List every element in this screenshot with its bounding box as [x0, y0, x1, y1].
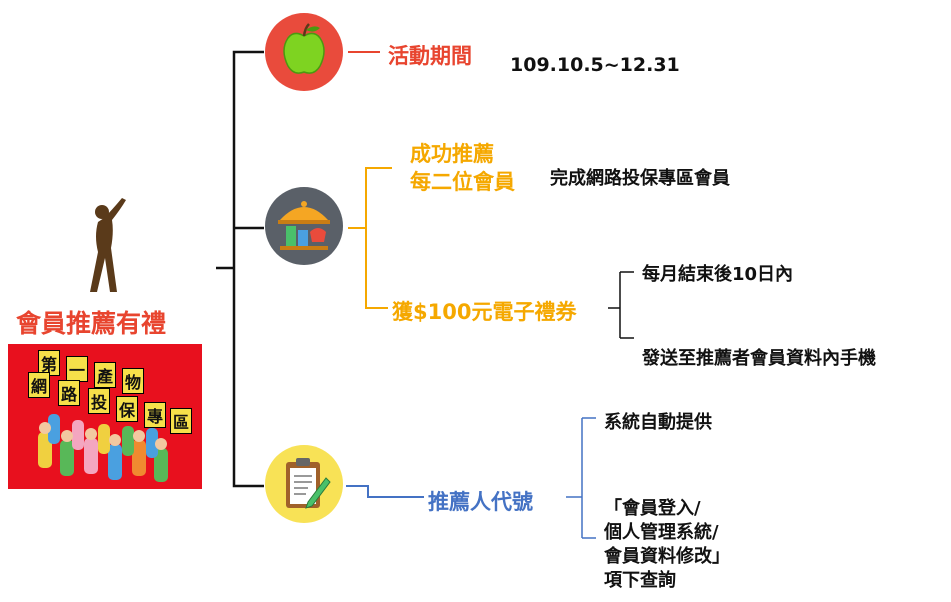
- banner-sign: 投: [88, 388, 111, 414]
- banner-sign: 保: [116, 396, 139, 422]
- apple-icon: [264, 12, 344, 92]
- banner-sign: 專: [144, 402, 167, 428]
- condition-line2: 每二位會員: [410, 170, 515, 194]
- banner-sign: 產: [94, 362, 117, 388]
- code-detail: 系統自動提供: [604, 412, 712, 433]
- code-label: 推薦人代號: [428, 490, 533, 514]
- stretching-person-icon: [80, 196, 136, 296]
- period-value: 109.10.5~12.31: [510, 54, 680, 76]
- code-detail: 「會員登入/: [604, 498, 701, 519]
- reward-detail: 發送至推薦者會員資料內手機: [642, 348, 876, 369]
- food-tray-icon: [264, 186, 344, 266]
- code-detail: 個人管理系統/: [604, 522, 719, 543]
- banner-sign: 區: [170, 408, 193, 434]
- reward-label: 獲$100元電子禮券: [392, 300, 577, 324]
- reward-detail: 每月結束後10日內: [642, 264, 794, 285]
- code-detail: 會員資料修改」: [604, 546, 730, 567]
- banner-image: 第 一 產 物 網 路 投 保 專 區: [8, 344, 202, 489]
- banner-sign: 第: [38, 350, 61, 376]
- banner-sign: 一: [66, 356, 89, 382]
- banner-sign: 物: [122, 368, 145, 394]
- condition-line1: 成功推薦: [410, 142, 494, 166]
- page-title: 會員推薦有禮: [16, 309, 167, 338]
- code-detail: 項下查詢: [604, 570, 676, 591]
- period-label: 活動期間: [388, 44, 472, 68]
- clipboard-pen-icon: [264, 444, 344, 524]
- banner-sign: 網: [28, 372, 51, 398]
- banner-sign: 路: [58, 380, 81, 406]
- condition-detail: 完成網路投保專區會員: [550, 168, 730, 189]
